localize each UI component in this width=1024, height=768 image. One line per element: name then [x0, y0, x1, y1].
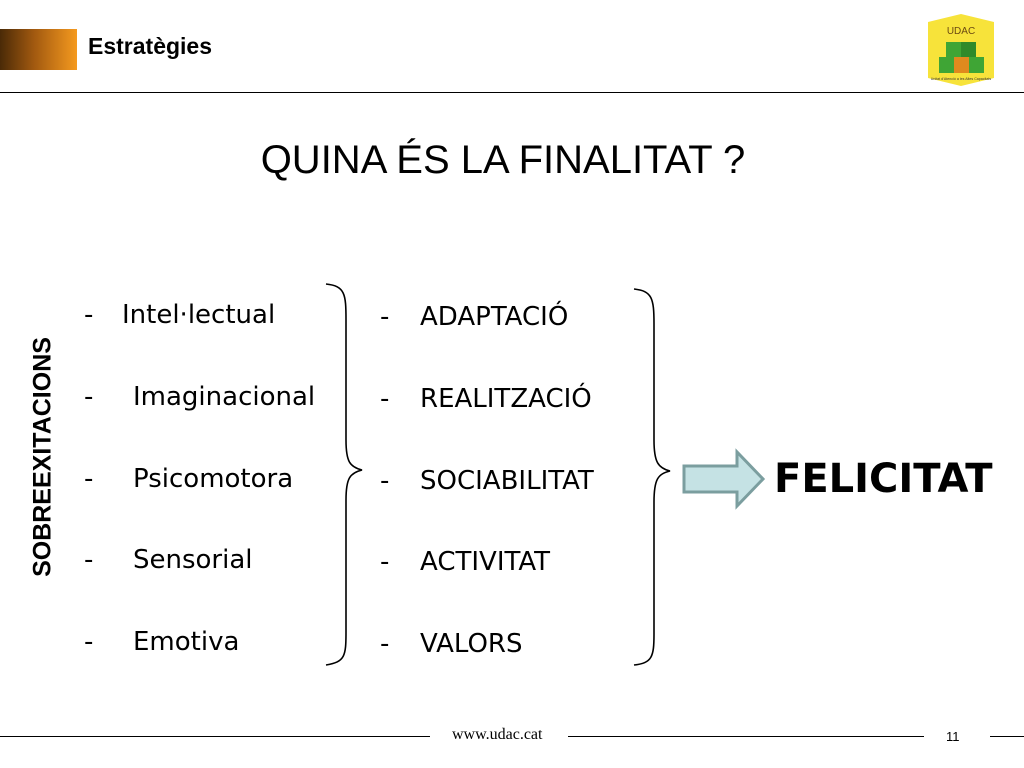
overexcitability-item: Intel·lectual [122, 300, 276, 330]
right-brace [633, 288, 671, 666]
list-dash: - [380, 302, 390, 332]
header-divider [0, 92, 1024, 93]
footer-divider-right [568, 736, 924, 737]
list-dash: - [380, 384, 390, 414]
list-dash: - [380, 466, 390, 496]
list-dash: - [84, 464, 94, 494]
outcome-item: REALITZACIÓ [420, 384, 592, 414]
logo-subtitle: Unitat d'Atenció a les Altes Capacitats [931, 77, 992, 81]
arrow-to-felicitat [682, 448, 766, 510]
footer-divider-left [0, 736, 430, 737]
list-dash: - [84, 382, 94, 412]
udac-logo-icon: UDAC Unitat d'Atenció a les Altes Capaci… [928, 14, 994, 86]
slide-title: QUINA ÉS LA FINALITAT ? [0, 138, 1024, 183]
udac-logo: UDAC Unitat d'Atenció a les Altes Capaci… [928, 14, 994, 86]
outcome-item: VALORS [420, 629, 523, 659]
overexcitability-item: Imaginacional [133, 382, 316, 412]
overexcitability-item: Emotiva [133, 627, 240, 657]
logo-text: UDAC [947, 26, 975, 37]
list-dash: - [380, 547, 390, 577]
overexcitability-item: Psicomotora [133, 464, 294, 494]
overexcitability-item: Sensorial [133, 545, 253, 575]
result-felicitat: FELICITAT [774, 456, 993, 502]
outcome-item: ACTIVITAT [420, 547, 550, 577]
list-dash: - [84, 627, 94, 657]
header-title: Estratègies [88, 33, 213, 59]
slide-title-text: QUINA ÉS LA FINALITAT ? [260, 138, 746, 182]
outcome-item: SOCIABILITAT [420, 466, 594, 496]
footer-url: www.udac.cat [452, 726, 543, 743]
left-brace [325, 283, 363, 666]
header-accent-bar [0, 29, 77, 70]
footer-divider-far [990, 736, 1024, 737]
list-dash: - [380, 629, 390, 659]
outcome-item: ADAPTACIÓ [420, 302, 569, 332]
page-number: 11 [946, 729, 960, 744]
list-dash: - [84, 545, 94, 575]
list-dash: - [84, 300, 94, 330]
